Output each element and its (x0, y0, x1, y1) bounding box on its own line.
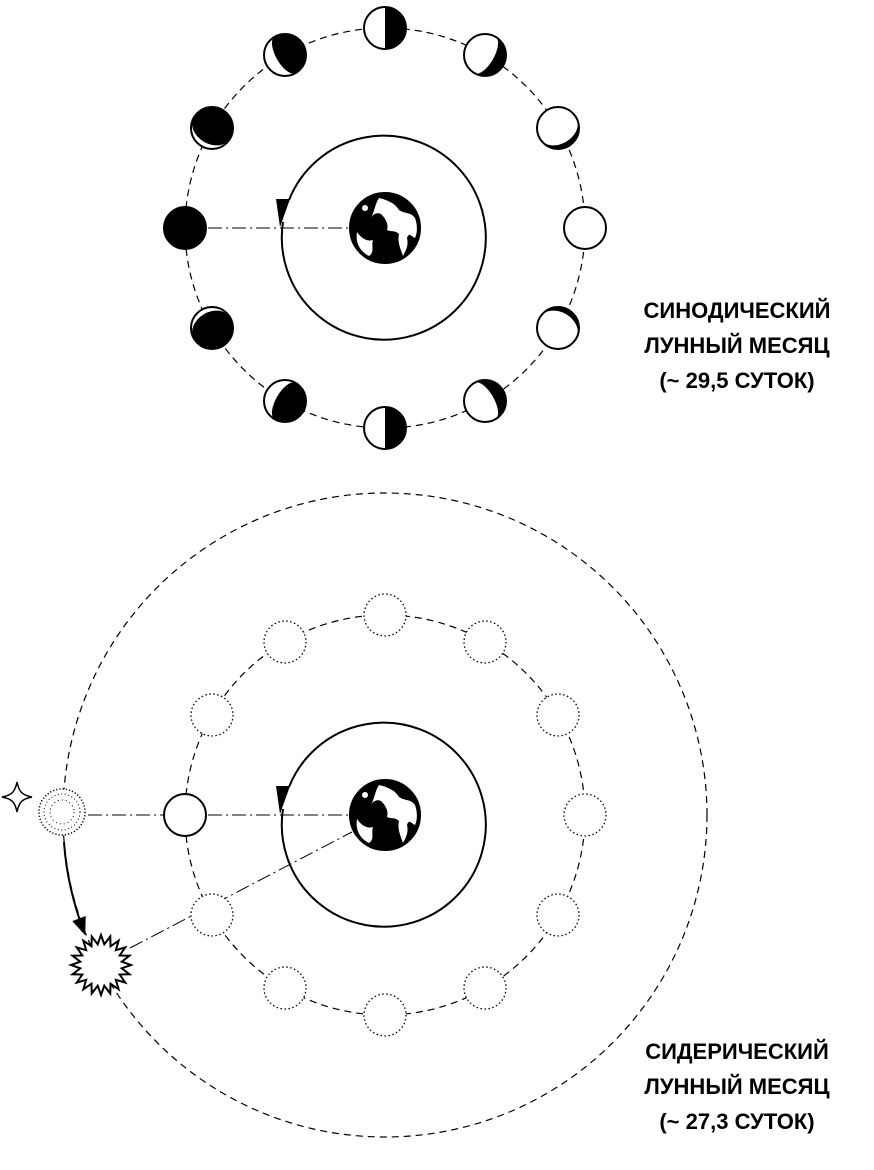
moon-phase-left-lower (190, 306, 234, 350)
four-point-star-icon (1, 781, 33, 813)
moon-position (263, 966, 307, 1010)
moon-phase-right (563, 206, 607, 250)
sidereal-caption-line3: (~ 27,3 СУТОК) (659, 1109, 815, 1134)
moon-current-position (163, 793, 207, 837)
sidereal-caption-line1: СИДЕРИЧЕСКИЙ (645, 1039, 829, 1064)
sun-start-icon (38, 788, 86, 836)
moon-position (190, 893, 234, 937)
moon-phase-bottom-right (463, 379, 507, 423)
moon-phase-left (163, 206, 207, 250)
moon-position (363, 593, 407, 637)
sidereal-diagram (1, 492, 708, 1138)
sun-icon (68, 932, 134, 998)
moon-phase-left-upper (190, 106, 234, 150)
sidereal-rotation-arrow (280, 721, 487, 928)
sidereal-caption-line2: ЛУННЫЙ МЕСЯЦ (644, 1074, 830, 1099)
moon-position (363, 993, 407, 1037)
moon-phase-bottom-left (263, 379, 307, 423)
sun-alignment-line (129, 831, 353, 949)
moon-phase-right-lower (536, 306, 580, 350)
sidereal-month-caption: СИДЕРИЧЕСКИЙ ЛУННЫЙ МЕСЯЦ (~ 27,3 СУТОК) (622, 1034, 852, 1139)
synodic-month-caption: СИНОДИЧЕСКИЙ ЛУННЫЙ МЕСЯЦ (~ 29,5 СУТОК) (622, 293, 852, 398)
moon-phase-top (363, 6, 407, 50)
moon-position (190, 693, 234, 737)
moon-phase-bottom (363, 406, 407, 450)
moon-position (463, 966, 507, 1010)
sidereal-rotation-arrowhead (276, 786, 290, 814)
synodic-caption-line1: СИНОДИЧЕСКИЙ (643, 298, 831, 323)
synodic-rotation-arrow (280, 134, 487, 341)
earth-globe-icon (349, 779, 421, 851)
moon-phase-right-upper (536, 106, 580, 150)
earth-motion-arrow (63, 841, 86, 936)
moon-position (463, 620, 507, 664)
synodic-caption-line3: (~ 29,5 СУТОК) (659, 368, 815, 393)
moon-position (263, 620, 307, 664)
synodic-rotation-arrowhead (276, 199, 290, 227)
moon-position (536, 693, 580, 737)
moon-phase-top-right (463, 33, 507, 77)
moon-position (536, 893, 580, 937)
moon-positions (190, 593, 607, 1037)
moon-phase-top-left (263, 33, 307, 77)
moon-position (563, 793, 607, 837)
synodic-caption-line2: ЛУННЫЙ МЕСЯЦ (644, 333, 830, 358)
earth-globe-icon (349, 192, 421, 264)
synodic-diagram (163, 6, 607, 450)
